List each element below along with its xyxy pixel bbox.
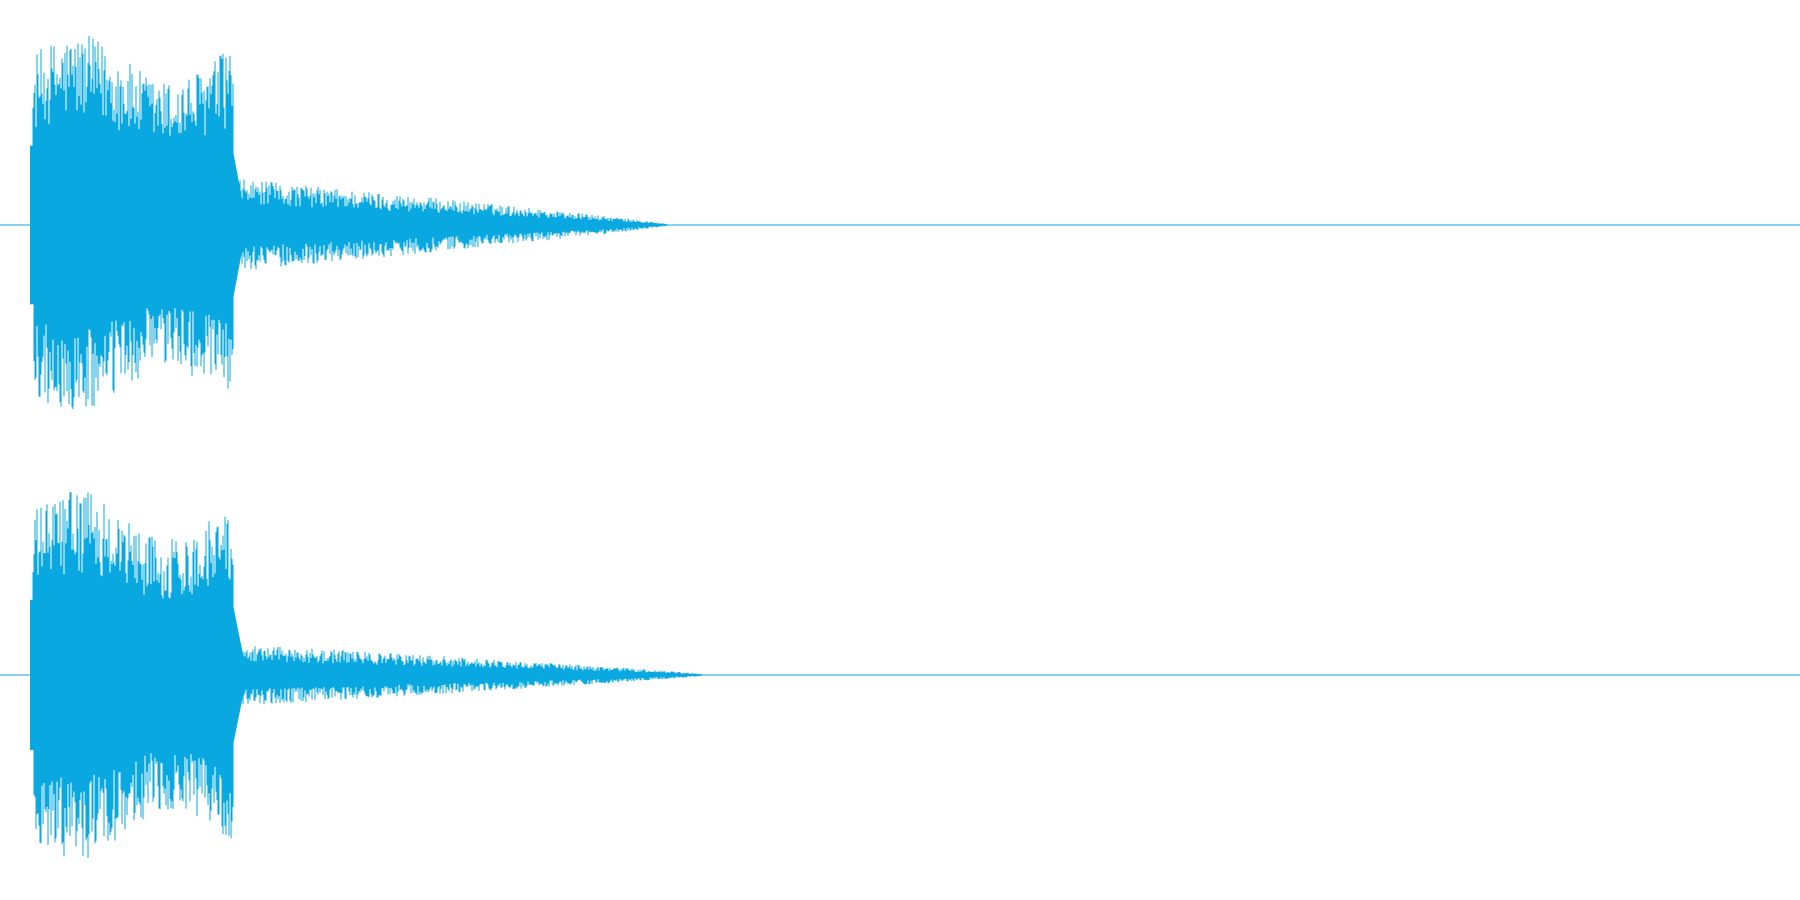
waveform-body — [30, 599, 244, 751]
waveform-body — [30, 145, 244, 305]
waveform-channel-2 — [0, 492, 1800, 858]
waveform-channel-1 — [0, 36, 1800, 410]
